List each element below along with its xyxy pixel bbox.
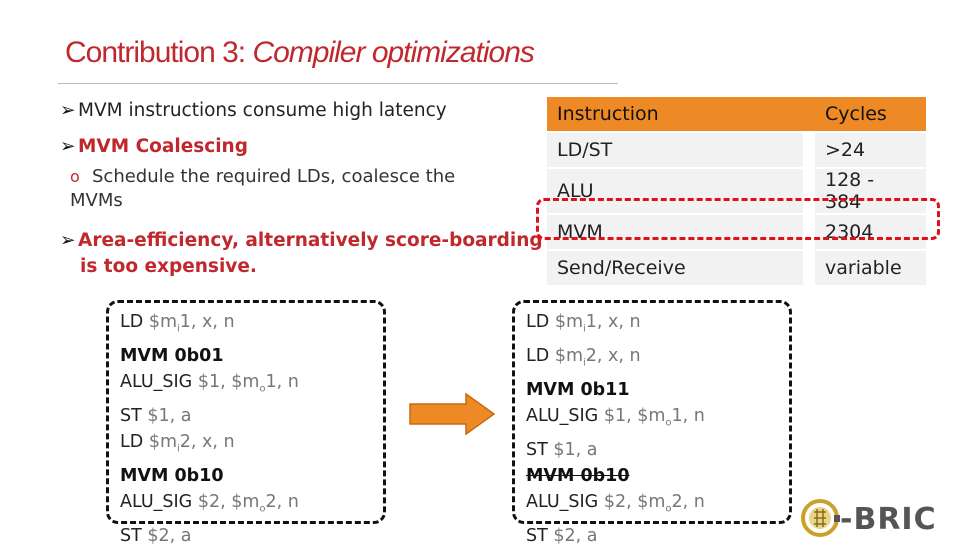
code-line: LD $mi2, x, n xyxy=(120,432,235,455)
code-line: MVM 0b01 xyxy=(120,345,224,366)
code-line: LD $mi1, x, n xyxy=(526,312,641,335)
right-arrow-icon xyxy=(409,392,496,436)
table-row: Send/Receive variable xyxy=(547,251,926,285)
title-main: Contribution 3: xyxy=(65,36,253,69)
header-instruction: Instruction xyxy=(547,97,803,131)
bullet-area-text-2: is too expensive. xyxy=(80,256,257,277)
logo-text: -BRIC xyxy=(840,502,937,537)
code-line: ST $1, a xyxy=(120,405,192,426)
code-line: ST $2, a xyxy=(526,526,598,547)
code-before-box xyxy=(106,300,386,524)
table-row: ALU 128 - 384 xyxy=(547,169,926,213)
code-line: MVM 0b11 xyxy=(526,379,630,400)
code-line: ALU_SIG $1, $mo1, n xyxy=(120,372,299,395)
cbric-logo-icon xyxy=(801,499,840,537)
code-after-box xyxy=(512,300,792,524)
code-line: ST $1, a xyxy=(526,439,598,460)
cell-cycles: >24 xyxy=(815,133,926,167)
table-row: LD/ST >24 xyxy=(547,133,926,167)
code-line: MVM 0b10 xyxy=(120,465,224,486)
header-cycles: Cycles xyxy=(815,97,926,131)
circle-bullet-icon: o xyxy=(70,167,80,186)
cell-instruction: MVM xyxy=(547,215,803,249)
code-line: LD $mi2, x, n xyxy=(526,345,641,369)
mvm-row-highlight xyxy=(536,198,940,240)
arrowhead-bullet-icon: ➢ xyxy=(60,136,76,157)
slide-title: Contribution 3: Compiler optimizations xyxy=(65,36,535,70)
bullet-latency-text: MVM instructions consume high latency xyxy=(78,100,447,121)
cell-instruction: ALU xyxy=(547,169,803,213)
bullet-area-text-1: Area-efficiency, alternatively score-boa… xyxy=(78,230,543,251)
cell-instruction: Send/Receive xyxy=(547,251,803,285)
code-line: ALU_SIG $2, $mo2, n xyxy=(526,492,705,515)
title-underline xyxy=(58,83,618,84)
bullet-coalescing: ➢MVM Coalescing xyxy=(60,134,248,160)
cell-cycles: 128 - 384 xyxy=(815,169,926,213)
bullet-coalescing-text: MVM Coalescing xyxy=(78,136,248,157)
arrowhead-bullet-icon: ➢ xyxy=(60,100,76,121)
sub-bullet-schedule-text: Schedule the required LDs, coalesce the … xyxy=(70,166,456,211)
latency-table: Instruction Cycles LD/ST >24 ALU 128 - 3… xyxy=(547,95,926,287)
code-before: LD $mi1, x, n MVM 0b01 ALU_SIG $1, $mo1,… xyxy=(120,309,299,549)
cell-cycles: variable xyxy=(815,251,926,285)
table-row: MVM 2304 xyxy=(547,215,926,249)
title-emphasis: Compiler optimizations xyxy=(252,36,534,69)
code-line: ALU_SIG $2, $mo2, n xyxy=(120,492,299,515)
code-line: LD $mi1, x, n xyxy=(120,312,235,335)
code-line-removed: MVM 0b10 xyxy=(526,465,630,486)
table-header-row: Instruction Cycles xyxy=(547,97,926,131)
bullet-latency: ➢MVM instructions consume high latency xyxy=(60,98,447,124)
code-line: ST $2, a xyxy=(120,526,192,547)
bullet-area-efficiency: ➢Area-efficiency, alternatively score-bo… xyxy=(60,228,543,254)
arrowhead-bullet-icon: ➢ xyxy=(60,230,76,251)
cell-instruction: LD/ST xyxy=(547,133,803,167)
code-after: LD $mi1, x, n LD $mi2, x, n MVM 0b11 ALU… xyxy=(526,309,705,549)
code-line: ALU_SIG $1, $mo1, n xyxy=(526,405,705,429)
